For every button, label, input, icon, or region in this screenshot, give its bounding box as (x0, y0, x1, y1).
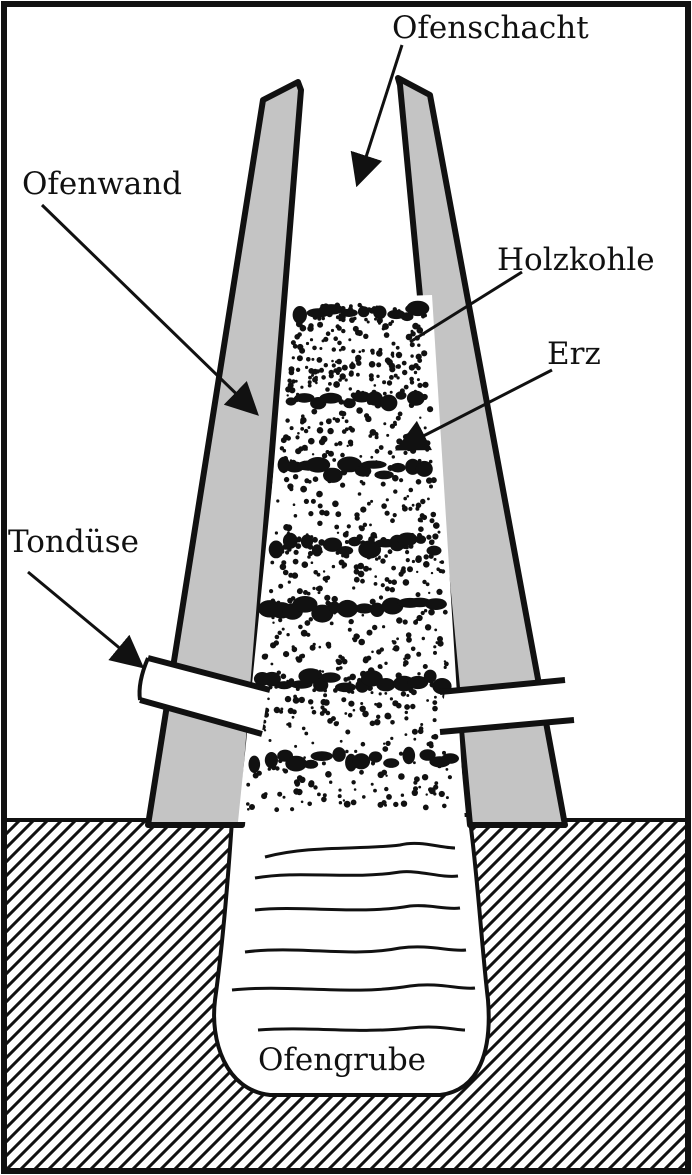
label-ofengrube: Ofengrube (258, 1042, 426, 1078)
label-holzkohle: Holzkohle (497, 242, 655, 278)
label-ofenwand: Ofenwand (22, 166, 182, 202)
label-ofenschacht: Ofenschacht (392, 10, 589, 46)
label-tonduese: Tondüse (8, 524, 139, 560)
label-erz: Erz (547, 336, 601, 372)
